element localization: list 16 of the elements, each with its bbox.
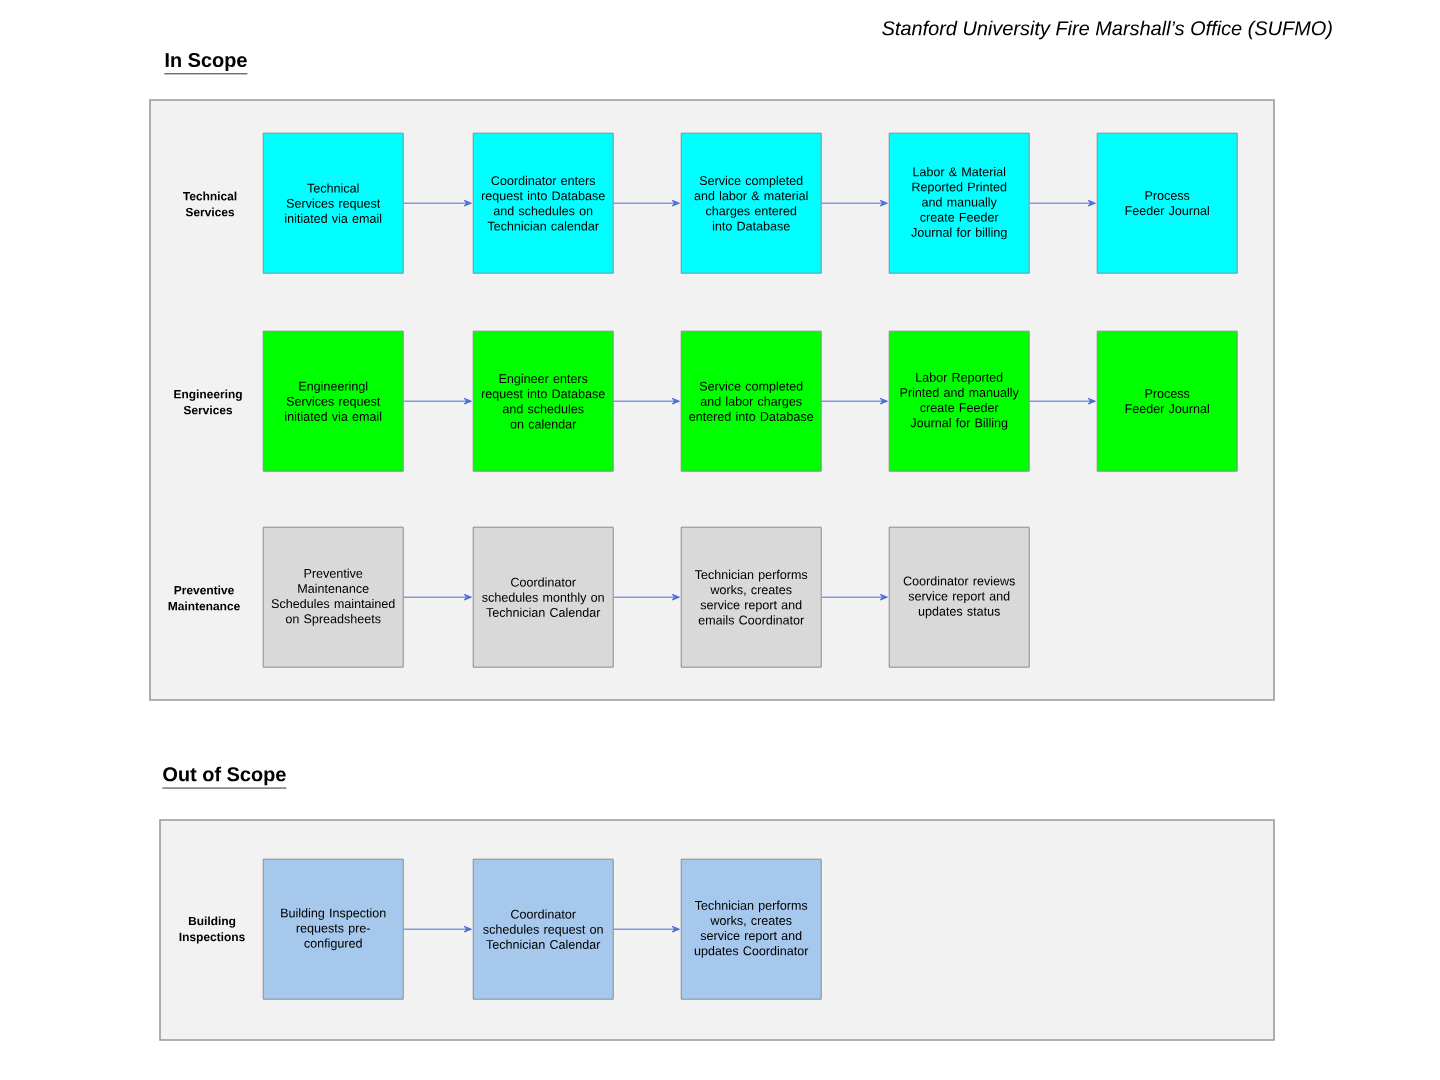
arrow [613,593,680,601]
arrow [613,925,680,933]
arrow [403,397,472,405]
arrow [403,925,472,933]
arrow [821,397,888,405]
arrow [403,199,472,207]
page-title: Stanford University Fire Marshall’s Office (SUFMO) [882,20,1332,40]
arrow [613,199,680,207]
arrow [403,593,472,601]
section-heading: In Scope [164,53,248,75]
arrow [1029,397,1096,405]
arrow [613,397,680,405]
arrow [821,593,888,601]
arrow [821,199,888,207]
arrow [1029,199,1096,207]
section-heading: Out of Scope [162,766,287,789]
